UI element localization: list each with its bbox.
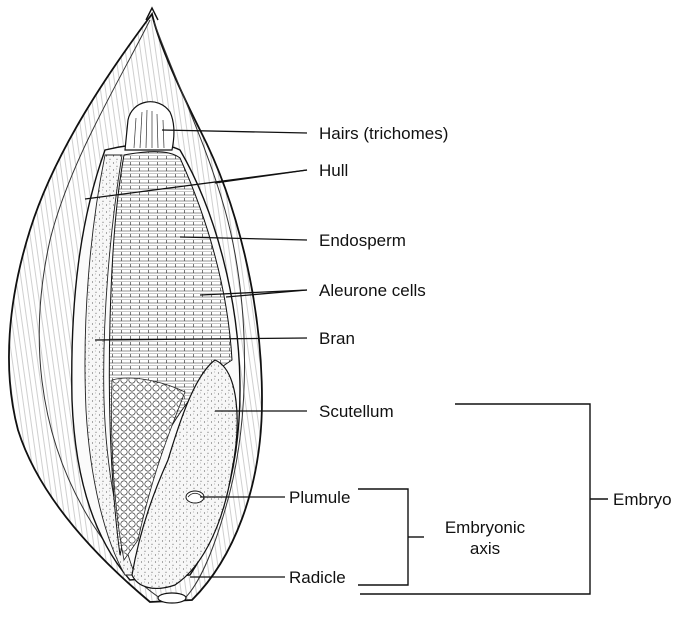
label-embryonic-axis-line1: Embryonic — [445, 518, 526, 537]
label-hairs: Hairs (trichomes) — [319, 124, 448, 143]
embryonic-axis-bracket — [358, 489, 408, 585]
label-plumule: Plumule — [289, 488, 350, 507]
brackets — [358, 404, 608, 594]
labels: Hairs (trichomes) Hull Endosperm Aleuron… — [289, 124, 672, 587]
label-hull: Hull — [319, 161, 348, 180]
label-bran: Bran — [319, 329, 355, 348]
label-radicle: Radicle — [289, 568, 346, 587]
label-scutellum: Scutellum — [319, 402, 394, 421]
label-embryo: Embryo — [613, 490, 672, 509]
grain-base — [158, 593, 186, 603]
embryo-bracket — [360, 404, 590, 594]
label-endosperm: Endosperm — [319, 231, 406, 250]
grain-illustration — [9, 8, 262, 603]
label-aleurone: Aleurone cells — [319, 281, 426, 300]
leader-hull-2 — [215, 170, 307, 183]
label-embryonic-axis-line2: axis — [470, 539, 500, 558]
